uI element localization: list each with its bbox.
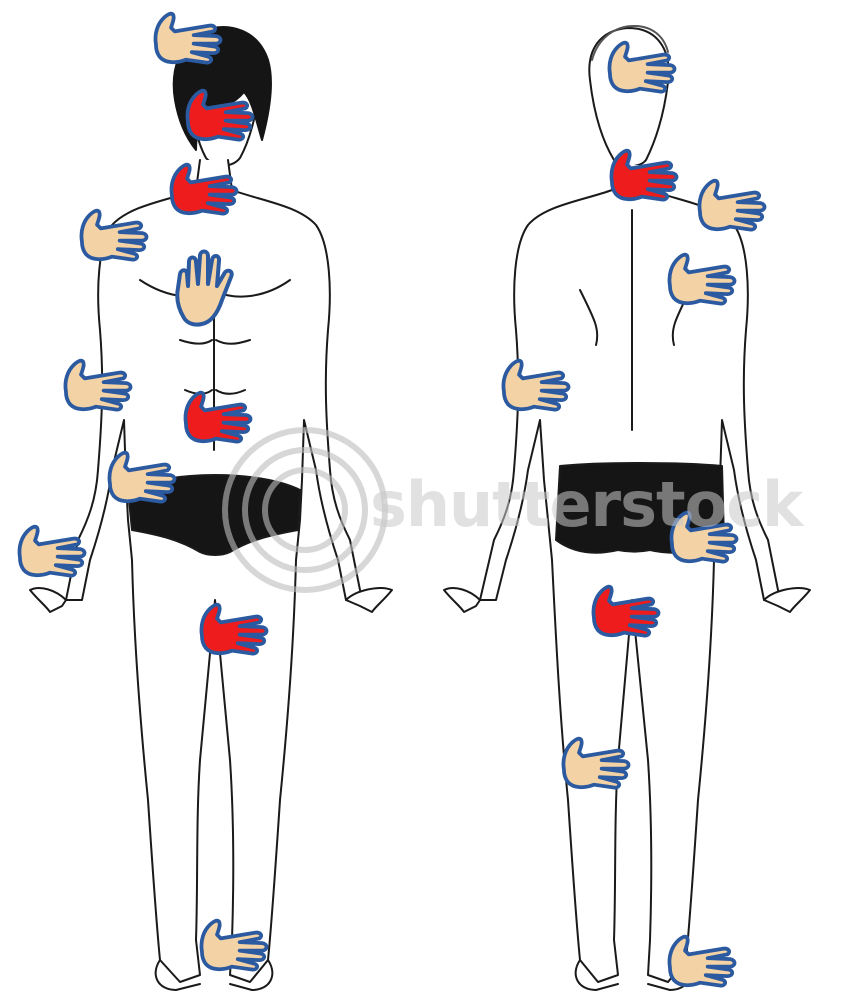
front-hand-left xyxy=(30,588,66,612)
back-view-shoulder-hand-icon[interactable] xyxy=(699,181,764,230)
back-torso xyxy=(480,165,780,982)
back-hand-left xyxy=(444,588,480,612)
back-view-heel-hand-icon[interactable] xyxy=(669,937,734,986)
front-figure xyxy=(30,27,392,990)
